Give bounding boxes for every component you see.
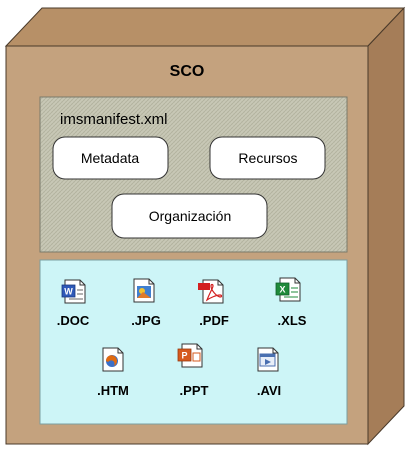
avi-label: .AVI	[257, 383, 281, 398]
powerpoint-file-icon: P	[177, 343, 203, 368]
pdf-label: .PDF	[199, 313, 229, 328]
doc-file: W .DOC	[57, 279, 90, 328]
pdf-file: .PDF	[198, 279, 229, 328]
jpg-label: .JPG	[131, 313, 161, 328]
recursos-label: Recursos	[238, 150, 297, 166]
pdf-file-icon	[198, 279, 224, 304]
organizacion-label: Organización	[149, 208, 232, 224]
xls-file: X .XLS	[275, 277, 307, 328]
files-panel	[39, 259, 348, 425]
manifest-filename: imsmanifest.xml	[60, 111, 168, 128]
organizacion-box	[111, 193, 268, 239]
xls-label: .XLS	[278, 313, 307, 328]
word-document-icon: W	[61, 279, 86, 304]
htm-label: .HTM	[97, 383, 129, 398]
avi-file: .AVI	[257, 347, 281, 398]
sco-title: SCO	[170, 63, 205, 80]
excel-spreadsheet-icon: X	[275, 277, 301, 302]
html-file-icon	[102, 347, 124, 372]
ppt-file: P .PPT	[177, 343, 209, 398]
sco-box-top	[4, 7, 406, 47]
doc-label: .DOC	[57, 313, 90, 328]
svg-text:X: X	[279, 285, 285, 295]
ppt-label: .PPT	[180, 383, 209, 398]
svg-text:W: W	[64, 287, 73, 297]
sco-box-side	[367, 6, 405, 446]
htm-file: .HTM	[97, 347, 129, 398]
metadata-label: Metadata	[81, 150, 140, 166]
image-file-icon	[133, 278, 155, 303]
svg-text:P: P	[181, 351, 187, 361]
recursos-box	[209, 136, 326, 180]
jpg-file: .JPG	[131, 278, 161, 328]
metadata-box	[52, 136, 169, 180]
video-file-icon	[257, 347, 279, 372]
